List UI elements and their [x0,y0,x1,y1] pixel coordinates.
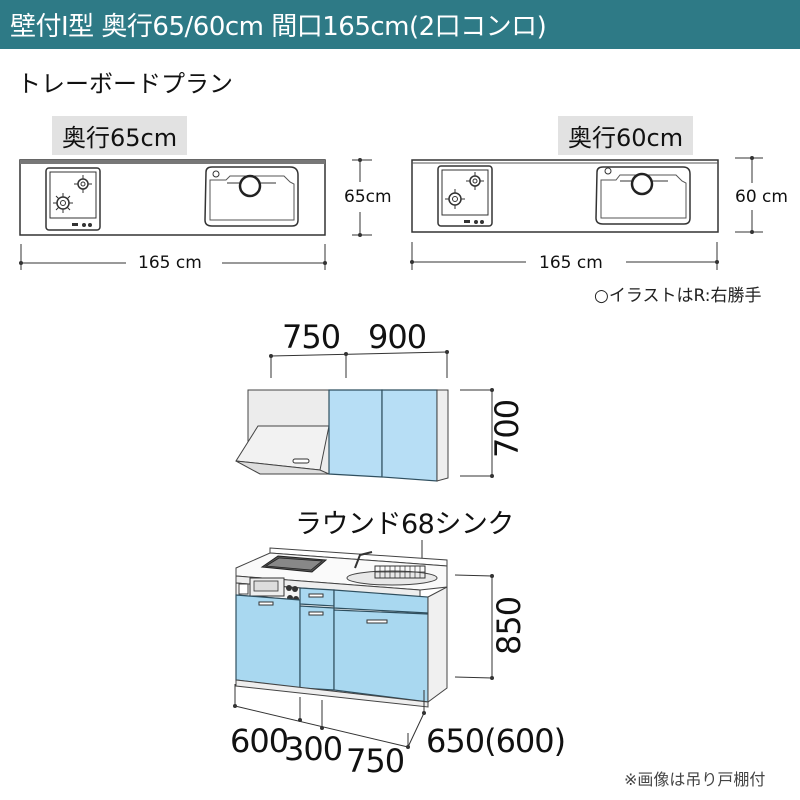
wall-width-900: 900 [368,318,427,356]
base-height-850: 850 [490,596,528,655]
wall-height-700: 700 [488,399,526,458]
plan-title: トレーボードプラン [17,70,233,98]
countertop-plan-65 [19,158,372,270]
wall-width-750: 750 [282,318,341,356]
depth-label-60: 奥行60cm [558,116,694,155]
header-bar: 壁付I型 奥行65/60cm 間口165cm(2口コンロ) [0,0,800,49]
wall-cabinet-drawing [235,350,494,482]
base-width-750: 750 [346,742,405,780]
sink-label: ラウンド68シンク [295,509,514,540]
page-title: 壁付I型 奥行65/60cm 間口165cm(2口コンロ) [10,12,547,42]
depth-label-65: 奥行65cm [52,116,188,155]
base-depth: 650(600) [426,722,566,760]
base-width-600: 600 [230,722,289,760]
base-width-300: 300 [284,730,343,768]
sink-icon [204,166,299,227]
width-dimension-left: 165 cm [138,253,202,273]
orientation-note: ○イラストはR:右勝手 [594,286,762,306]
countertop-plan-60 [410,156,763,270]
depth-dimension-65: 65cm [344,187,392,207]
depth-dimension-60: 60 cm [735,187,788,207]
sink-icon [595,166,691,225]
width-dimension-right: 165 cm [539,253,603,273]
base-cabinet-drawing [233,540,494,749]
footnote: ※画像は吊り戸棚付 [624,770,766,789]
stove-icon [437,165,493,227]
stove-icon [45,167,101,231]
